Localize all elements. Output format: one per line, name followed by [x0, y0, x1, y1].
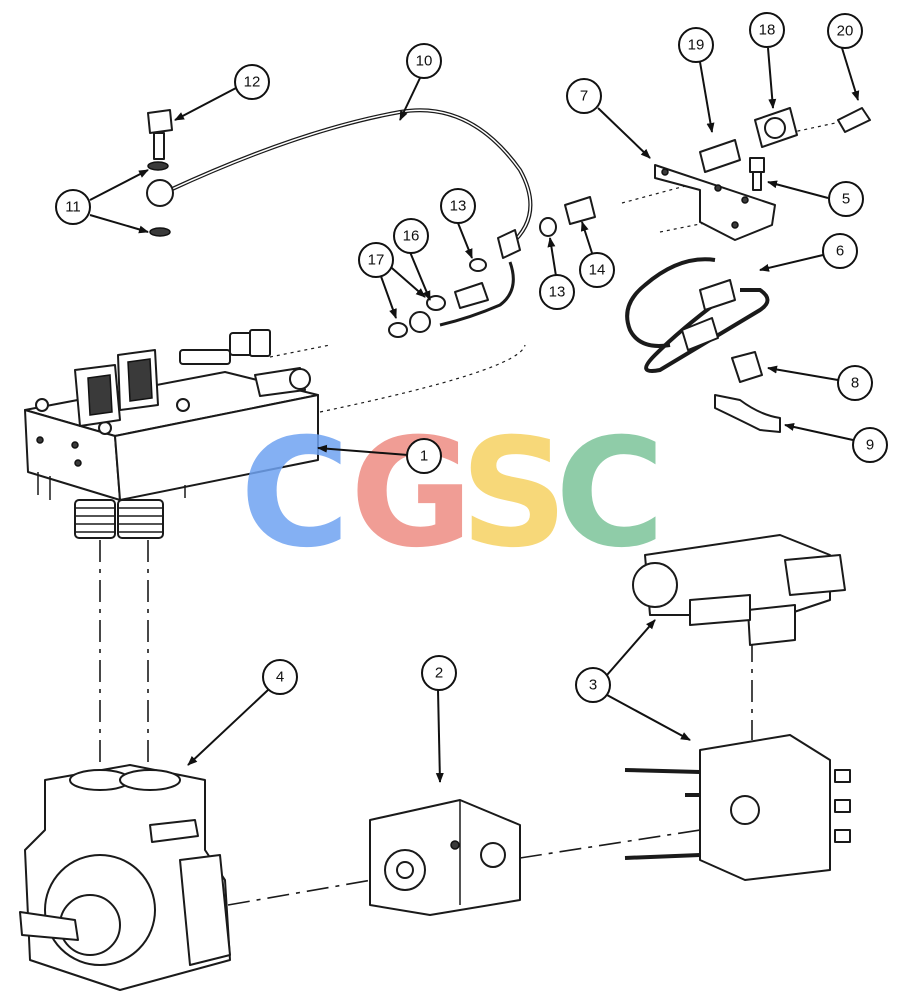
callout-4-label: 4	[276, 669, 284, 686]
callout-20: 20	[827, 13, 863, 49]
callout-16-label: 16	[403, 228, 420, 245]
fittings-group	[388, 196, 596, 338]
watermark-letter-c2: C	[555, 407, 665, 581]
callout-3-label: 3	[589, 677, 597, 694]
callout-14: 14	[579, 252, 615, 288]
watermark-letter-s: S	[460, 407, 568, 581]
mounting-bracket	[654, 164, 776, 241]
callout-13-a-label: 13	[450, 198, 467, 215]
callout-4: 4	[262, 659, 298, 695]
alignment-lines	[99, 121, 841, 906]
callout-5-label: 5	[842, 191, 850, 208]
callout-12: 12	[234, 64, 270, 100]
callout-16: 16	[393, 218, 429, 254]
watermark-letter-g: G	[350, 407, 473, 581]
callout-5: 5	[828, 181, 864, 217]
hydraulic-tube	[625, 257, 770, 373]
callout-13-b-label: 13	[549, 284, 566, 301]
callout-8: 8	[837, 365, 873, 401]
watermark-letter-c1: C	[240, 407, 350, 581]
callout-7-label: 7	[580, 88, 588, 105]
callout-11-label: 11	[65, 199, 81, 216]
control-valve-upper	[632, 534, 846, 646]
callout-18-label: 18	[759, 22, 776, 39]
callout-14-label: 14	[589, 262, 606, 279]
callout-20-label: 20	[837, 23, 854, 40]
callout-1-label: 1	[420, 448, 428, 465]
callout-18: 18	[749, 12, 785, 48]
callout-11: 11	[55, 189, 91, 225]
bracket-fittings	[699, 107, 871, 191]
main-pump	[19, 764, 231, 991]
callout-2-label: 2	[435, 665, 443, 682]
callout-3: 3	[575, 667, 611, 703]
callout-1: 1	[406, 438, 442, 474]
control-valve-lower	[624, 734, 851, 881]
watermark-logo: C G S C	[240, 407, 665, 581]
callout-10-label: 10	[416, 53, 433, 70]
callout-17-label: 17	[368, 252, 385, 269]
tube-assembly	[146, 108, 533, 259]
valve-block-assembly	[24, 329, 319, 539]
callout-7: 7	[566, 78, 602, 114]
callout-12-label: 12	[244, 74, 261, 91]
callout-9-label: 9	[866, 437, 874, 454]
callout-9: 9	[852, 427, 888, 463]
spring-pair	[74, 499, 164, 539]
callout-6: 6	[822, 233, 858, 269]
callout-6-label: 6	[836, 243, 844, 260]
clamp-parts	[714, 351, 781, 433]
callout-19-label: 19	[688, 37, 705, 54]
gear-pump	[369, 799, 521, 916]
callout-2: 2	[421, 655, 457, 691]
callout-10: 10	[406, 43, 442, 79]
callout-13-b: 13	[539, 274, 575, 310]
callout-8-label: 8	[851, 375, 859, 392]
callout-13-a: 13	[440, 188, 476, 224]
callout-17: 17	[358, 242, 394, 278]
callout-19: 19	[678, 27, 714, 63]
banjo-bolt-and-washers	[147, 109, 173, 237]
